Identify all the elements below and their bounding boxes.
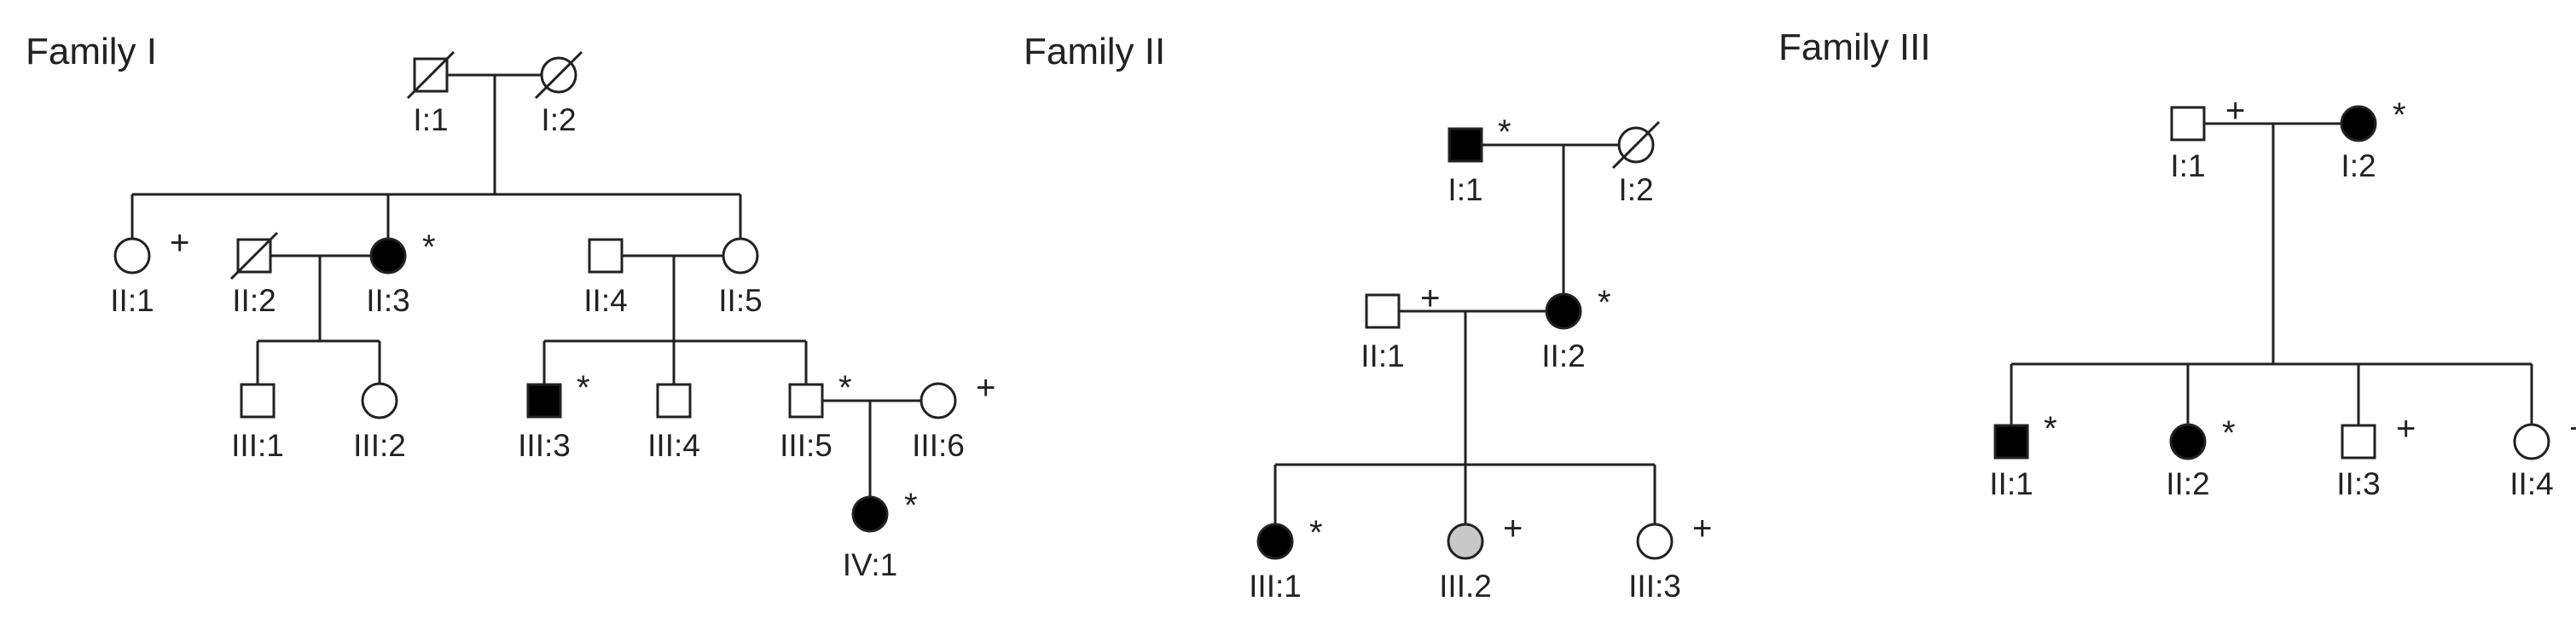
family-2-i-1-asterisk-mark: * bbox=[1498, 113, 1511, 151]
family-1-iii-3-male-symbol bbox=[526, 383, 562, 419]
family-1-iii-4-label: III:4 bbox=[647, 428, 700, 463]
pedigree-connectors bbox=[131, 73, 2533, 524]
family-3-i-2-label: I:2 bbox=[2341, 148, 2376, 183]
family-3-ii-1-asterisk-mark: * bbox=[2044, 410, 2057, 448]
family-1-ii-1-plus-mark: + bbox=[170, 224, 189, 262]
family-2-iii-1-label: III:1 bbox=[1249, 569, 1302, 604]
family-1-iii-2-female-symbol bbox=[361, 382, 398, 419]
family-2-i-1-male-symbol bbox=[1448, 127, 1483, 163]
family-2-ii-2-label: II:2 bbox=[1541, 338, 1585, 373]
family-1-iii-5-male-symbol bbox=[788, 383, 824, 419]
family-2-ii-1-plus-mark: + bbox=[1420, 280, 1440, 317]
family-1-iii-3-asterisk-mark: * bbox=[577, 369, 590, 407]
family-1-ii-2-label: II:2 bbox=[232, 283, 276, 318]
family-3-ii-3-label: II:3 bbox=[2336, 466, 2380, 501]
family-1-iii-5-label: III:5 bbox=[780, 428, 833, 463]
family-3-ii-4-plus-mark: + bbox=[2569, 410, 2576, 448]
family-2-iii-3-plus-mark: + bbox=[1692, 510, 1712, 547]
family-2-ii-2-female-symbol bbox=[1545, 292, 1582, 330]
family-2-i-2-label: I:2 bbox=[1618, 172, 1653, 207]
family-3-ii-4-label: II:4 bbox=[2509, 466, 2553, 501]
family-1-iv-1-female-symbol bbox=[851, 495, 889, 533]
family-3-ii-4-female-symbol bbox=[2513, 423, 2550, 460]
family-3-i-2-asterisk-mark: * bbox=[2393, 96, 2406, 134]
family-2-iii-1-asterisk-mark: * bbox=[1309, 514, 1323, 552]
family-2-ii-1-label: II:1 bbox=[1361, 338, 1404, 373]
family-1-i-1-deceased-slash bbox=[406, 50, 455, 100]
family-2-iii-1-female-symbol bbox=[1256, 523, 1294, 560]
family-1-ii-2-deceased-slash bbox=[229, 231, 279, 280]
family-1-iii-1-label: III:1 bbox=[231, 428, 284, 463]
family-1-ii-4-label: II:4 bbox=[583, 283, 627, 318]
family-1-iii-2-label: III:2 bbox=[353, 428, 406, 463]
family-1-ii-3-label: II:3 bbox=[366, 283, 409, 318]
family-1-iii-4-male-symbol bbox=[656, 383, 692, 419]
family-1-ii-5-label: II:5 bbox=[718, 283, 762, 318]
family-1-iii-6-label: III:6 bbox=[912, 428, 965, 463]
family-2-iii-2-plus-mark: + bbox=[1503, 510, 1523, 547]
family-1-iii-5-asterisk-mark: * bbox=[838, 369, 852, 407]
family-3-ii-2-label: II:2 bbox=[2166, 466, 2209, 501]
family-2-iii-2-label: III.2 bbox=[1439, 569, 1492, 604]
family-1-iii-6-plus-mark: + bbox=[976, 369, 995, 407]
family-1-ii-3-female-symbol bbox=[369, 237, 407, 275]
family-1-i-1-label: I:1 bbox=[413, 102, 448, 137]
family-2-iii-3-female-symbol bbox=[1636, 523, 1674, 560]
family-3-ii-2-asterisk-mark: * bbox=[2222, 414, 2236, 452]
family-1-iv-1-asterisk-mark: * bbox=[904, 487, 918, 524]
family-1-i-2-deceased-slash bbox=[534, 50, 583, 100]
family-2-i-1-label: I:1 bbox=[1448, 172, 1482, 207]
family-3-i-1-label: I:1 bbox=[2170, 148, 2205, 183]
family-1-i-2-label: I:2 bbox=[541, 102, 576, 137]
family-2-iii-2-female-symbol bbox=[1447, 523, 1484, 560]
family-1-iii-3-label: III:3 bbox=[518, 428, 571, 463]
family-1-iii-6-female-symbol bbox=[920, 382, 957, 419]
family-1-iv-1-label: IV:1 bbox=[843, 547, 897, 582]
family-1-title: Family I bbox=[26, 31, 157, 72]
family-2-ii-2-asterisk-mark: * bbox=[1598, 284, 1611, 321]
family-1-ii-1-female-symbol bbox=[113, 237, 151, 275]
family-2-iii-3-label: III:3 bbox=[1628, 569, 1681, 604]
family-1-iii-1-male-symbol bbox=[240, 383, 276, 419]
family-1-ii-1-label: II:1 bbox=[110, 283, 154, 318]
family-1-ii-3-asterisk-mark: * bbox=[422, 228, 436, 266]
family-3-ii-1-male-symbol bbox=[1993, 424, 2029, 460]
family-3-title: Family III bbox=[1778, 26, 1930, 68]
family-3-i-2-female-symbol bbox=[2340, 105, 2377, 142]
family-3-i-1-male-symbol bbox=[2170, 106, 2206, 142]
family-3-ii-3-plus-mark: + bbox=[2396, 410, 2416, 448]
family-2-title: Family II bbox=[1024, 31, 1165, 72]
family-2-ii-1-male-symbol bbox=[1365, 293, 1401, 329]
family-3-i-1-plus-mark: + bbox=[2225, 92, 2245, 130]
family-3-ii-3-male-symbol bbox=[2341, 424, 2376, 460]
family-1-ii-4-male-symbol bbox=[588, 238, 624, 274]
family-3-ii-1-label: II:1 bbox=[1989, 466, 2033, 501]
family-2-i-2-deceased-slash bbox=[1611, 120, 1661, 170]
family-3-ii-2-female-symbol bbox=[2169, 423, 2207, 460]
family-1-ii-5-female-symbol bbox=[722, 237, 759, 275]
